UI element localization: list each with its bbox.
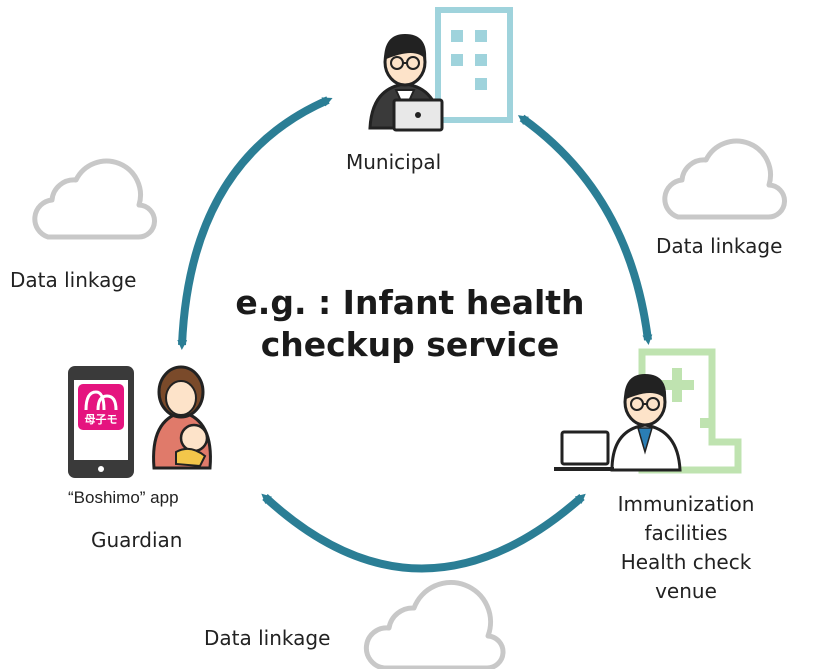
data-linkage-bottom: Data linkage: [204, 626, 331, 650]
smartphone-icon: [68, 366, 134, 478]
doctor-icon: [610, 374, 682, 472]
venue-label: Immunization facilities Health check ven…: [596, 490, 776, 606]
title-line-2: checkup service: [260, 325, 560, 364]
title-line-1: e.g. : Infant health: [235, 283, 585, 322]
municipal-staff-icon: [368, 34, 444, 132]
arrow-left: [177, 96, 333, 350]
data-linkage-right: Data linkage: [656, 234, 783, 258]
guardian-icon: [152, 365, 212, 470]
data-linkage-left: Data linkage: [10, 268, 137, 292]
diagram-title: e.g. : Infant health checkup service: [200, 282, 620, 366]
cloud-icon-bottom: [363, 579, 506, 669]
app-label: “Boshimo” app: [68, 488, 179, 507]
laptop-icon: [554, 430, 614, 471]
arrow-bottom: [261, 493, 586, 573]
guardian-label: Guardian: [91, 528, 183, 552]
municipal-label: Municipal: [346, 150, 442, 174]
municipal-building-icon: [435, 7, 513, 123]
venue-line-4: venue: [655, 579, 717, 603]
venue-line-1: Immunization: [617, 492, 755, 516]
venue-line-3: Health check: [620, 550, 752, 574]
arrow-right: [517, 114, 653, 345]
cloud-icon-left: [32, 158, 157, 240]
cloud-icon-right: [662, 138, 787, 220]
app-logo-text: 母子モ: [84, 413, 118, 426]
venue-line-2: facilities: [644, 521, 728, 545]
